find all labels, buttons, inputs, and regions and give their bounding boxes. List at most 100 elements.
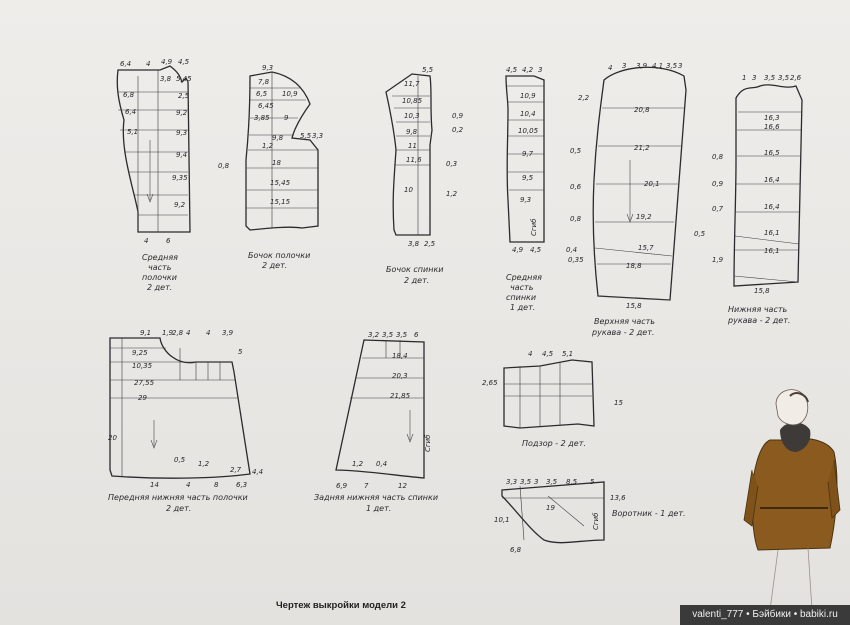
dim: 4,9 xyxy=(161,58,173,66)
dim: 1,2 xyxy=(352,460,364,468)
dim: 9,25 xyxy=(132,349,148,357)
dim: 3 xyxy=(678,62,682,70)
dim: 10,1 xyxy=(494,516,510,524)
dim: 9,4 xyxy=(176,151,187,159)
dim: 7 xyxy=(364,482,369,490)
piece-label: Задняя нижняя часть спинки xyxy=(314,493,438,502)
dim: 20 xyxy=(108,434,117,442)
dim: 2,65 xyxy=(482,379,498,387)
dim: 9,8 xyxy=(406,128,418,136)
piece-peredn-nizh: 9,1 1,9 2,8 4 4 3,9 9,25 10,35 27,55 29 … xyxy=(108,329,263,513)
dim: 0,7 xyxy=(712,205,724,213)
dim: 10,05 xyxy=(518,127,539,135)
dim: 10 xyxy=(404,186,413,194)
grain-line xyxy=(547,495,585,527)
dim: 18,4 xyxy=(392,352,408,360)
dim: 3,2 xyxy=(368,331,380,339)
dim: 4 xyxy=(608,64,612,72)
dim: 6 xyxy=(414,331,419,339)
dim: 5,1 xyxy=(127,128,138,136)
dim: 0,5 xyxy=(694,230,706,238)
dim: 9 xyxy=(284,114,289,122)
dim: 6,8 xyxy=(510,546,522,554)
dim: 2,6 xyxy=(790,74,802,82)
dim: 3 xyxy=(622,62,626,70)
dim: 4 xyxy=(206,329,210,337)
piece-zadn-nizh: 3,2 3,5 3,5 6 18,4 20,3 21,85 1,2 0,4 6,… xyxy=(314,331,438,513)
dim: 4,9 xyxy=(512,246,524,254)
dim: 4 xyxy=(186,481,190,489)
dim: 8,5 xyxy=(566,478,578,486)
dim: 10,3 xyxy=(404,112,420,120)
fold-mark: Сгиб xyxy=(424,434,432,452)
dim: 2,8 xyxy=(172,329,184,337)
dim: 15,8 xyxy=(626,302,642,310)
dim: 3,5 xyxy=(764,74,776,82)
dim: 10,35 xyxy=(132,362,153,370)
dim: 0,9 xyxy=(452,112,464,120)
dim: 16,1 xyxy=(764,229,780,237)
piece-label: Средняя xyxy=(506,273,542,282)
dim: 3,3 xyxy=(506,478,517,486)
dim: 21,2 xyxy=(634,144,650,152)
dim: 5 xyxy=(238,348,243,356)
dim: 16,5 xyxy=(764,149,780,157)
dim: 5,5 xyxy=(300,132,312,140)
dim: 9,3 xyxy=(176,129,187,137)
dim: 0,4 xyxy=(376,460,387,468)
dim: 0,4 xyxy=(566,246,577,254)
piece-label: Подзор - 2 дет. xyxy=(522,439,586,448)
dim: 11,6 xyxy=(406,156,422,164)
dim: 2,7 xyxy=(230,466,242,474)
dim: 5,5 xyxy=(422,66,434,74)
watermark: valenti_777 • Бэйбики • babiki.ru xyxy=(680,605,850,625)
piece-vorotnik: 3,3 3,5 3 3,5 8,5 5 13,6 10,1 6,8 19 Сги… xyxy=(494,478,686,554)
dim: 0,9 xyxy=(712,180,724,188)
dim: 3,9 xyxy=(636,62,648,70)
dim: 9,2 xyxy=(174,201,186,209)
dim: 16,3 xyxy=(764,114,780,122)
piece-label: полочки xyxy=(142,273,177,282)
dim: 10,9 xyxy=(520,92,536,100)
dim: 4 xyxy=(146,60,150,68)
piece-podzor: 2,65 4 4,5 5,1 15 Подзор - 2 дет. xyxy=(482,350,623,448)
dim: 1,2 xyxy=(446,190,458,198)
dim: 3,8 xyxy=(160,75,172,83)
dim: 9,3 xyxy=(520,196,531,204)
dim: 11 xyxy=(408,142,417,150)
dim: 12 xyxy=(398,482,407,490)
dim: 4,5 xyxy=(542,350,554,358)
dim: 9,1 xyxy=(140,329,151,337)
piece-bochok-polochki: 9,3 7,8 6,5 10,9 6,45 3,85 9 1,2 9,8 5,5… xyxy=(218,64,323,270)
dim: 16,4 xyxy=(764,203,780,211)
dim: 0,6 xyxy=(570,183,582,191)
dim: 3,9 xyxy=(222,329,234,337)
piece-label: часть xyxy=(148,263,172,272)
dim: 8 xyxy=(214,481,219,489)
dim: 3,5 xyxy=(666,62,678,70)
piece-label: 2 дет. xyxy=(147,283,172,292)
dim: 15 xyxy=(614,399,623,407)
dim: 9,8 xyxy=(272,134,284,142)
piece-label: Воротник - 1 дет. xyxy=(612,509,686,518)
piece-label: Бочок спинки xyxy=(386,265,443,274)
dim: 4,1 xyxy=(652,62,663,70)
dim: 1,9 xyxy=(712,256,724,264)
dim: 3,5 xyxy=(382,331,394,339)
dim: 20,8 xyxy=(634,106,650,114)
dim: 3,3 xyxy=(312,132,323,140)
dim: 7,8 xyxy=(258,78,270,86)
piece-sredn-polochki: 6,4 4 4,9 4,5 3,8 5,45 2,5 6,8 9,2 6,4 9… xyxy=(116,58,192,292)
piece-verkh-rukav: 4 3 3,9 4,1 3,5 3 2,2 20,8 21,2 20,1 19,… xyxy=(566,62,687,337)
dim: 15,7 xyxy=(638,244,654,252)
dim: 19,2 xyxy=(636,213,652,221)
coat-sketch-illustration xyxy=(743,389,841,611)
dim: 4,2 xyxy=(522,66,534,74)
piece-label: Нижняя часть xyxy=(728,305,788,314)
dim: 15,8 xyxy=(754,287,770,295)
dim: 29 xyxy=(138,394,147,402)
piece-label: рукава - 2 дет. xyxy=(727,316,790,325)
dim: 0,35 xyxy=(568,256,584,264)
dim: 4 xyxy=(528,350,532,358)
dim: 9,5 xyxy=(522,174,534,182)
